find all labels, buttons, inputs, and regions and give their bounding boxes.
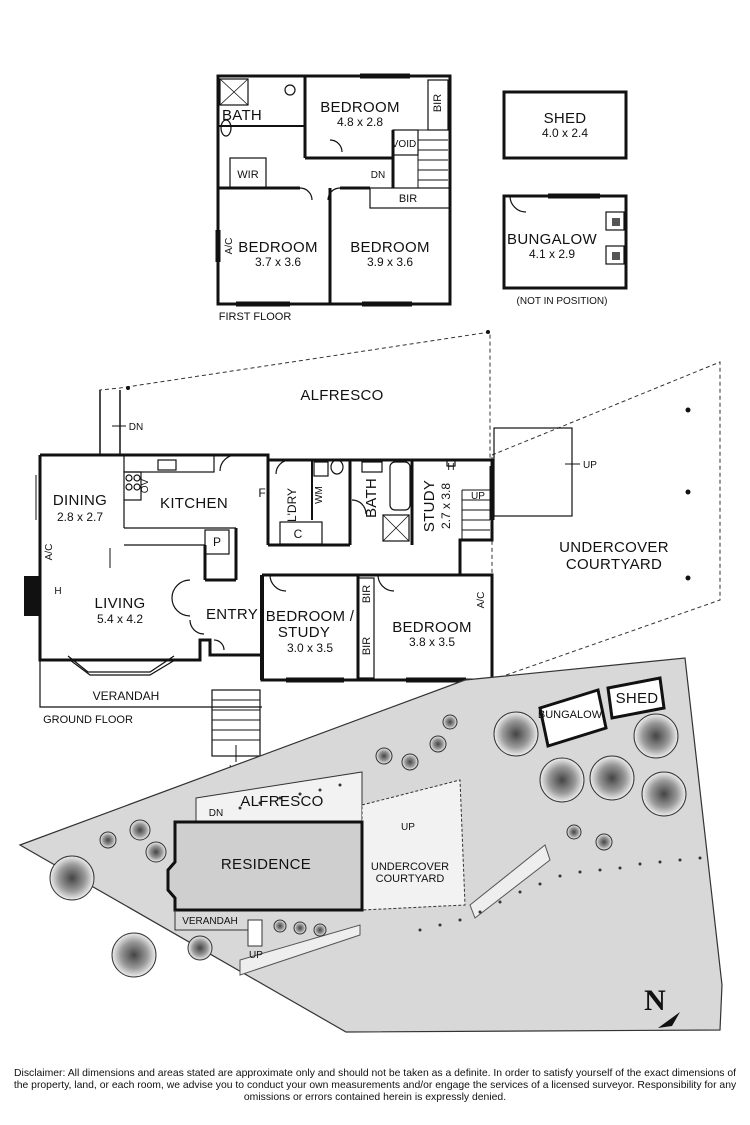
study-dim: 2.7 x 3.8 <box>439 483 453 529</box>
first-floor-plan: BATH BEDROOM 4.8 x 2.8 BIR VOID DN BIR W… <box>215 73 452 323</box>
entry-label: ENTRY <box>206 606 258 623</box>
disclaimer-text: Disclaimer: All dimensions and areas sta… <box>13 1068 737 1103</box>
living-name: LIVING <box>95 595 146 612</box>
ground-floor-title: GROUND FLOOR <box>43 714 133 726</box>
bungalow-dim: 4.1 x 2.9 <box>529 247 575 261</box>
bedroom-study-line1: BEDROOM / <box>266 608 355 625</box>
ff-bedroom-left-name: BEDROOM <box>238 239 318 256</box>
fridge-label: F <box>258 486 265 500</box>
gf-bedroom-name: BEDROOM <box>392 619 472 636</box>
site-bungalow-label: BUNGALOW <box>538 709 603 721</box>
ff-bedroom-right-dim: 3.9 x 3.6 <box>367 255 413 269</box>
site-alfresco-label: ALFRESCO <box>240 793 323 810</box>
site-courtyard-line2: COURTYARD <box>376 873 445 885</box>
ff-bir-2: BIR <box>399 193 417 205</box>
study-name: STUDY <box>421 480 438 532</box>
ff-bedroom-top-dim: 4.8 x 2.8 <box>337 115 383 129</box>
north-compass: N <box>644 984 680 1028</box>
courtyard-line2: COURTYARD <box>566 556 662 573</box>
not-in-position-note: (NOT IN POSITION) <box>517 296 608 307</box>
first-floor-title: FIRST FLOOR <box>219 311 292 323</box>
alfresco-label: ALFRESCO <box>300 387 383 404</box>
gf-bir-2: BIR <box>361 637 373 655</box>
gf-ac-1: A/C <box>44 544 55 561</box>
kitchen-label: KITCHEN <box>160 495 228 512</box>
north-arrow-icon <box>658 1012 680 1028</box>
cupboard-label: C <box>294 527 303 541</box>
site-dn-label: DN <box>209 808 223 819</box>
north-label: N <box>644 984 666 1017</box>
bedroom-study-line2: STUDY <box>278 624 330 641</box>
site-up-label-1: UP <box>401 822 415 833</box>
dining-name: DINING <box>53 492 107 509</box>
ff-bedroom-top-name: BEDROOM <box>320 99 400 116</box>
verandah-label: VERANDAH <box>93 689 160 703</box>
living-dim: 5.4 x 4.2 <box>97 612 143 626</box>
ff-ac-label: A/C <box>224 238 235 255</box>
heater-2: H <box>447 462 454 473</box>
site-trees <box>49 711 687 978</box>
shed-dim: 4.0 x 2.4 <box>542 126 588 140</box>
site-courtyard-line1: UNDERCOVER <box>371 861 449 873</box>
site-verandah-label: VERANDAH <box>182 916 238 927</box>
bungalow-name: BUNGALOW <box>507 231 597 248</box>
gf-ac-2: A/C <box>476 592 487 609</box>
site-shed-label: SHED <box>616 690 659 707</box>
ff-bir-1: BIR <box>432 94 444 112</box>
ff-bath-label: BATH <box>222 107 262 124</box>
dining-dim: 2.8 x 2.7 <box>57 510 103 524</box>
laundry-label: L'DRY <box>285 488 299 522</box>
gf-bath-label: BATH <box>363 478 380 518</box>
wm-label: WM <box>314 486 325 504</box>
site-plan: ALFRESCO DN RESIDENCE UP UNDERCOVER COUR… <box>18 657 723 1033</box>
residence-label: RESIDENCE <box>221 856 311 873</box>
courtyard-up-label: UP <box>583 460 597 471</box>
study-up-label: UP <box>471 491 485 502</box>
bedroom-study-dim: 3.0 x 3.5 <box>287 641 333 655</box>
gf-bedroom-dim: 3.8 x 3.5 <box>409 635 455 649</box>
oven-label: OV <box>140 478 151 493</box>
ground-floor-plan: ALFRESCO DN UNDERCOVER COURTYARD UP <box>24 330 721 775</box>
shed-name: SHED <box>544 110 587 127</box>
ff-wir-label: WIR <box>237 169 258 181</box>
site-up-label-2: UP <box>249 950 263 961</box>
courtyard-line1: UNDERCOVER <box>559 539 669 556</box>
ff-void-label: VOID <box>392 139 416 150</box>
gf-dn-label: DN <box>129 422 143 433</box>
outbuildings: SHED 4.0 x 2.4 BUNGALOW 4.1 x 2.9 (NOT I… <box>502 90 628 307</box>
heater-1: H <box>54 586 61 597</box>
pantry-label: P <box>213 535 221 549</box>
ff-bedroom-right-name: BEDROOM <box>350 239 430 256</box>
ff-bedroom-left-dim: 3.7 x 3.6 <box>255 255 301 269</box>
ff-dn-label: DN <box>371 170 385 181</box>
gf-bir-1: BIR <box>361 585 373 603</box>
